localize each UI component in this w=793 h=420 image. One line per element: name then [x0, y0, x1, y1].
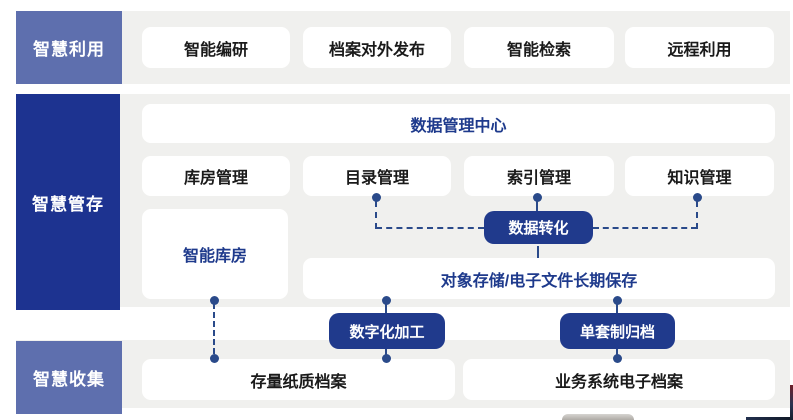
connector-dot	[612, 295, 622, 305]
usage-item-remote: 远程利用	[625, 27, 774, 68]
connector-line	[696, 201, 698, 229]
connector-dot	[692, 192, 702, 202]
connector-line	[616, 303, 618, 313]
connector-line	[375, 201, 377, 229]
section-label-usage: 智慧利用	[16, 11, 122, 84]
usage-item-research: 智能编研	[142, 27, 290, 68]
business-archives-box: 业务系统电子档案	[463, 359, 775, 400]
manager-warehouse: 库房管理	[142, 156, 290, 196]
connector-dot	[371, 192, 381, 202]
connector-line	[537, 246, 539, 258]
connector-line	[536, 201, 538, 211]
manager-index: 索引管理	[464, 156, 614, 196]
data-transform-box: 数据转化	[484, 211, 593, 244]
connector-line	[376, 227, 484, 229]
connector-dot	[381, 353, 391, 363]
connector-dot	[381, 295, 391, 305]
paper-archives-box: 存量纸质档案	[142, 359, 455, 400]
connector-line	[616, 349, 618, 355]
connector-dot	[612, 353, 622, 363]
connector-line	[213, 303, 215, 354]
section-label-storage: 智慧管存	[16, 94, 120, 310]
photo-fragment	[746, 417, 793, 420]
manager-knowledge: 知识管理	[625, 156, 774, 196]
digitization-box: 数字化加工	[329, 313, 445, 349]
photo-fragment	[562, 414, 634, 420]
connector-line	[593, 227, 697, 229]
smart-warehouse-box: 智能库房	[142, 209, 288, 299]
data-management-center-box: 数据管理中心	[142, 104, 775, 143]
usage-item-publish: 档案对外发布	[303, 27, 451, 68]
connector-line	[385, 349, 387, 355]
connector-dot	[209, 295, 219, 305]
usage-item-search: 智能检索	[464, 27, 614, 68]
manager-catalog: 目录管理	[303, 156, 451, 196]
connector-line	[385, 303, 387, 313]
connector-dot	[532, 192, 542, 202]
section-label-collection: 智慧收集	[16, 341, 122, 414]
single-set-archiving-box: 单套制归档	[560, 313, 675, 349]
connector-dot	[209, 353, 219, 363]
photo-fragment	[790, 385, 793, 420]
object-storage-box: 对象存储/电子文件长期保存	[303, 258, 775, 299]
